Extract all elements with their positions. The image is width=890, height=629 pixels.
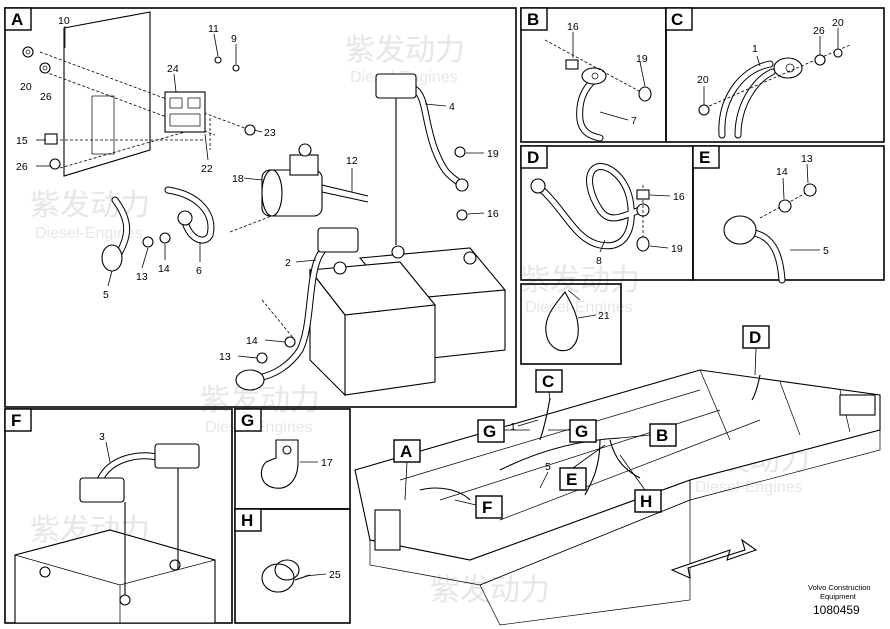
panel-cable-tie: 21: [520, 283, 622, 365]
battery-pack: [308, 245, 507, 397]
panel-c: C 1 26 20 20: [665, 7, 885, 143]
callout-5: 5: [545, 461, 551, 473]
panel-g-label: G: [241, 411, 254, 430]
callout-26: 26: [40, 91, 52, 103]
panel-e: E 14 13 5: [692, 145, 885, 284]
callout-13: 13: [136, 271, 148, 283]
callout-21: 21: [598, 310, 610, 322]
tag-d: D: [749, 328, 761, 347]
callout-13b: 13: [219, 351, 231, 363]
panel-a-label: A: [11, 10, 23, 29]
leaders-a: [36, 26, 485, 359]
tag-g-left: G: [483, 422, 496, 441]
callout-19: 19: [636, 53, 648, 65]
callouts-a: 10 11 9 24 20 26 15 26 23 22 18 12 4 19 …: [16, 15, 499, 363]
callout-5: 5: [823, 245, 829, 257]
callout-13: 13: [801, 153, 813, 165]
watermark-brand: 紫发动力: [30, 189, 150, 222]
battery-switch: [261, 143, 369, 217]
callout-20: 20: [832, 17, 844, 29]
callout-25: 25: [329, 569, 341, 581]
cable-2: [235, 227, 359, 391]
footer-line2: Equipment: [820, 592, 857, 601]
callout-1: 1: [752, 43, 758, 55]
footer: Volvo Construction Equipment 1080459: [808, 583, 871, 617]
cable-6: [164, 186, 215, 244]
panel-d-label: D: [527, 148, 539, 167]
panel-e-label: E: [699, 148, 710, 167]
tag-b: B: [656, 426, 668, 445]
callout-14b: 14: [246, 335, 258, 347]
callout-18: 18: [232, 173, 244, 185]
watermark-brand: 紫发动力: [345, 34, 465, 67]
overview-tags: C D G G B A E H F 1 5: [393, 325, 770, 519]
callout-12: 12: [346, 155, 358, 167]
callout-26: 26: [813, 25, 825, 37]
callout-3: 3: [99, 431, 105, 443]
panel-d: D 16 8 19: [520, 145, 694, 281]
panel-b: B 16 19 7: [520, 7, 667, 143]
cable-5: [101, 196, 131, 272]
callout-1: 1: [510, 421, 516, 433]
callout-20: 20: [20, 81, 32, 93]
tag-f: F: [482, 498, 492, 517]
cable-4: [375, 73, 469, 245]
panel-f-label: F: [11, 411, 21, 430]
panel-c-label: C: [671, 10, 683, 29]
callout-11: 11: [208, 23, 219, 35]
fasteners-a: [22, 46, 468, 364]
relay-bracket: [164, 91, 206, 133]
tag-c: C: [542, 372, 554, 391]
watermark-sub: Diesel-Engines: [695, 479, 803, 496]
watermark-sub: Diesel-Engines: [525, 299, 633, 316]
callout-26b: 26: [16, 161, 28, 173]
callout-22: 22: [201, 163, 213, 175]
callout-15: 15: [16, 135, 28, 147]
callout-14: 14: [776, 166, 788, 178]
watermark-sub: Diesel-Engines: [35, 225, 143, 242]
panel-b-label: B: [527, 10, 539, 29]
tag-g-right: G: [575, 422, 588, 441]
callout-16: 16: [673, 191, 685, 203]
panel-f: F 3: [4, 408, 233, 624]
panel-h: H 25: [234, 508, 351, 624]
callout-17: 17: [321, 457, 333, 469]
tag-h: H: [640, 492, 652, 511]
tag-e: E: [566, 470, 577, 489]
panel-g: G 17: [234, 408, 351, 510]
callout-20b: 20: [697, 74, 709, 86]
callout-4: 4: [449, 101, 455, 113]
panel-a: A: [4, 7, 517, 408]
callout-7: 7: [631, 115, 637, 127]
panel-h-label: H: [241, 511, 253, 530]
doc-number: 1080459: [813, 603, 860, 617]
tag-a: A: [400, 442, 412, 461]
footer-line1: Volvo Construction: [808, 583, 871, 592]
callout-2: 2: [285, 257, 291, 269]
callout-14: 14: [158, 263, 170, 275]
callout-23: 23: [264, 127, 276, 139]
callout-9: 9: [231, 33, 237, 45]
callout-16: 16: [487, 208, 499, 220]
callout-19: 19: [671, 243, 683, 255]
callout-19: 19: [487, 148, 499, 160]
mounting-plate: [63, 11, 151, 177]
callout-16: 16: [567, 21, 579, 33]
callout-24: 24: [167, 63, 179, 75]
callout-5: 5: [103, 289, 109, 301]
callout-8: 8: [596, 255, 602, 267]
callout-6: 6: [196, 265, 202, 277]
callout-10: 10: [58, 15, 70, 27]
